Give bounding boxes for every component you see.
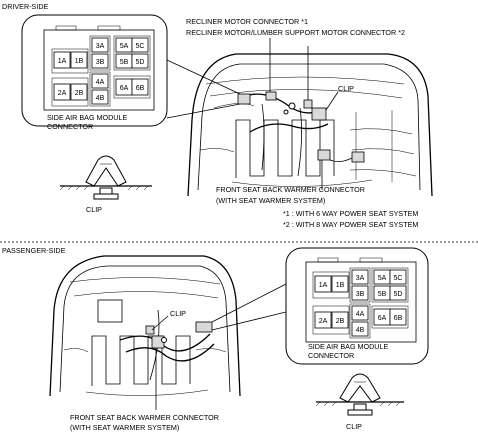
driver-airbag-label-line2: CONNECTOR (47, 122, 93, 131)
driver-note-2: *2 : WITH 8 WAY POWER SEAT SYSTEM (283, 220, 418, 229)
passenger-clip-photo-label: CLIP (170, 309, 186, 318)
passenger-clip-leader (151, 315, 169, 331)
driver-recliner-label-line2: RECLINER MOTOR/LUMBER SUPPORT MOTOR CONN… (186, 28, 405, 37)
driver-callout-line-lower (166, 103, 241, 119)
passenger-pin-1b: 1B (336, 282, 345, 289)
driver-pin-2b: 2B (75, 90, 84, 97)
driver-pin-3b: 3B (96, 59, 105, 66)
passenger-clip (145, 325, 155, 335)
passenger-pin-3a: 3A (356, 275, 365, 282)
driver-clip-photo-label: CLIP (338, 84, 354, 93)
driver-seat-illustration (187, 53, 433, 197)
driver-pin-6b: 6B (136, 85, 145, 92)
driver-pin-4a: 4A (96, 79, 105, 86)
passenger-warmer-label-line1: FRONT SEAT BACK WARMER CONNECTOR (70, 413, 219, 422)
driver-pin-1a: 1A (58, 58, 67, 65)
driver-airbag-label-line1: SIDE AIR BAG MODULE (47, 113, 127, 122)
driver-warmer-connector (317, 149, 331, 161)
passenger-airbag-label-line2: CONNECTOR (308, 351, 354, 360)
passenger-airbag-connector (195, 321, 213, 333)
driver-pin-5b: 5B (120, 59, 129, 66)
passenger-pin-5b: 5B (378, 291, 387, 298)
passenger-pin-2b: 2B (336, 318, 345, 325)
driver-pin-5a: 5A (120, 43, 129, 50)
driver-pin-5c: 5C (136, 43, 145, 50)
driver-warmer-label-line2: (WITH SEAT WARMER SYSTEM) (216, 196, 325, 205)
driver-warmer-label-line1: FRONT SEAT BACK WARMER CONNECTOR (216, 185, 365, 194)
driver-pin-2a: 2A (58, 90, 67, 97)
passenger-clip-icon: CLIP (315, 373, 404, 431)
driver-pin-5d: 5D (136, 59, 145, 66)
passenger-side-label: PASSENGER-SIDE (2, 246, 66, 255)
passenger-pin-2a: 2A (319, 318, 328, 325)
passenger-callout-line-lower (211, 311, 287, 331)
driver-connector-inset: 1A 1B 3A 3B 5A 5C 5B 5D 2A 2B (21, 14, 168, 131)
passenger-pin-6b: 6B (394, 315, 403, 322)
driver-side-label: DRIVER-SIDE (2, 2, 49, 11)
passenger-pin-3b: 3B (356, 291, 365, 298)
passenger-side-section: PASSENGER-SIDE (2, 246, 429, 432)
passenger-warmer-label-line2: (WITH SEAT WARMER SYSTEM) (70, 423, 179, 432)
driver-side-section: DRIVER-SIDE (2, 2, 433, 229)
driver-clip-icon: CLIP (59, 155, 152, 214)
passenger-pin-6a: 6A (378, 315, 387, 322)
passenger-connector-inset: 1A 1B 3A 3B 5A 5C 5B 5D 2A 2B (285, 247, 429, 365)
driver-pin-6a: 6A (120, 85, 129, 92)
driver-airbag-connector (237, 93, 251, 105)
driver-note-1: *1 : WITH 6 WAY POWER SEAT SYSTEM (283, 209, 418, 218)
passenger-pin-5d: 5D (394, 291, 403, 298)
driver-clip-leader (325, 91, 339, 111)
passenger-airbag-label-line1: SIDE AIR BAG MODULE (308, 342, 388, 351)
passenger-pin-5c: 5C (394, 275, 403, 282)
driver-pin-3a: 3A (96, 43, 105, 50)
passenger-pin-5a: 5A (378, 275, 387, 282)
driver-clip (311, 107, 327, 121)
passenger-callout-line-upper (211, 283, 287, 323)
driver-pin-1b: 1B (75, 58, 84, 65)
driver-recliner-connector (265, 91, 277, 101)
passenger-pin-1a: 1A (319, 282, 328, 289)
driver-pin-4b: 4B (96, 95, 105, 102)
passenger-seat-illustration (49, 255, 241, 397)
driver-callout-line-upper (166, 59, 241, 95)
passenger-pin-4b: 4B (356, 327, 365, 334)
passenger-clip-icon-label: CLIP (346, 422, 362, 431)
driver-clip-icon-label: CLIP (86, 205, 102, 214)
driver-recliner-label-line1: RECLINER MOTOR CONNECTOR *1 (186, 17, 308, 26)
passenger-pin-4a: 4A (356, 311, 365, 318)
